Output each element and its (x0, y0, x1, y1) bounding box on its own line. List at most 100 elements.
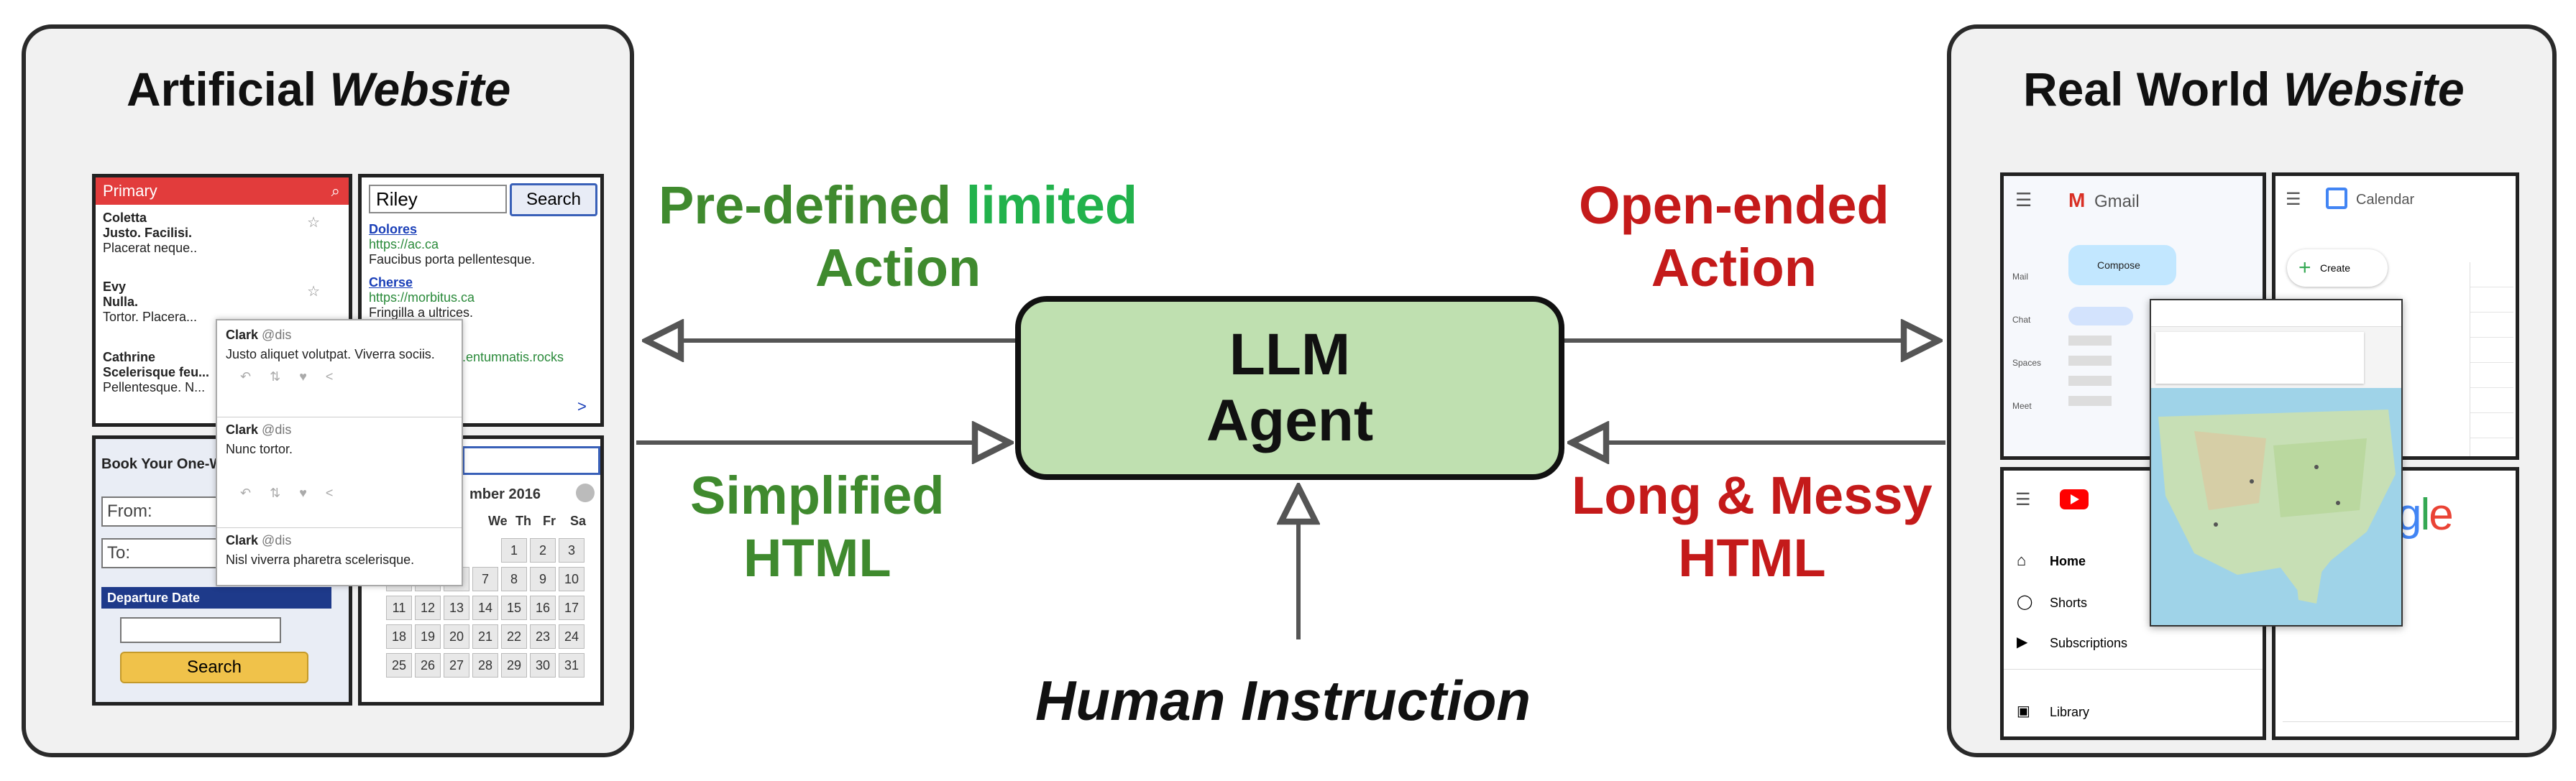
calendar-day-cell[interactable]: 27 (444, 653, 469, 678)
email-sender: Coletta (103, 211, 147, 225)
email-preview: Placerat neque.. (103, 241, 198, 255)
calendar-next-button[interactable] (576, 484, 595, 502)
booking-search-button[interactable]: Search (120, 652, 308, 683)
nav-mail[interactable]: Mail (2012, 272, 2029, 282)
calendar-day-cell[interactable]: 13 (444, 596, 469, 620)
retweet-icon[interactable]: ⇅ (270, 486, 300, 500)
star-icon[interactable]: ☆ (307, 284, 320, 300)
artificial-website-title: Artificial Website (127, 62, 510, 116)
calendar-day-cell[interactable]: 1 (501, 538, 527, 563)
calendar-day-cell[interactable]: 29 (501, 653, 527, 678)
plus-icon: + (2298, 256, 2311, 279)
search-result[interactable]: Cherse https://morbitus.ca Fringilla a u… (369, 275, 475, 320)
result-title: Cherse (369, 275, 413, 290)
map-canvas[interactable] (2151, 388, 2401, 625)
star-icon[interactable]: ☆ (307, 215, 320, 231)
post-handle: @dis (262, 533, 292, 547)
sidebar-item-shorts[interactable]: Shorts (2050, 596, 2088, 610)
calendar-day-cell[interactable]: 17 (559, 596, 585, 620)
search-icon: ⌕ (331, 182, 340, 200)
calendar-day-cell[interactable]: 16 (530, 596, 556, 620)
calendar-day-cell[interactable]: 28 (472, 653, 498, 678)
social-post[interactable]: Clark @dis Nisl viverra pharetra sceleri… (226, 533, 454, 568)
post-author: Clark (226, 422, 259, 437)
social-post[interactable]: Clark @dis Nunc tortor. ↶⇅♥< (226, 422, 454, 501)
email-list-item[interactable]: Evy Nulla. Tortor. Placera... (103, 279, 197, 325)
calendar-app-name: Calendar (2356, 192, 2415, 208)
calendar-day-cell[interactable]: 22 (501, 624, 527, 649)
calendar-input[interactable] (462, 446, 600, 475)
sidebar-item-subscriptions[interactable]: Subscriptions (2050, 636, 2128, 650)
email-subject: Nulla. (103, 295, 139, 309)
calendar-day-cell[interactable]: 18 (386, 624, 412, 649)
calendar-day-cell[interactable]: 14 (472, 596, 498, 620)
calendar-day-cell[interactable]: 30 (530, 653, 556, 678)
title-regular: Artificial (127, 63, 317, 116)
email-list-item[interactable]: Cathrine Scelerisque feu... Pellentesque… (103, 350, 209, 395)
open-ended-action-label: Open-ended Action (1579, 174, 1889, 300)
search-app-thumbnail: Riley Search Dolores https://ac.ca Fauci… (358, 174, 604, 427)
email-subject: Justo. Facilisi. (103, 226, 193, 240)
maps-search-bar[interactable] (2151, 300, 2401, 327)
llm-agent-box: LLM Agent (1015, 296, 1564, 480)
retweet-icon[interactable]: ⇅ (270, 369, 300, 384)
reply-icon[interactable]: ↶ (240, 486, 270, 500)
calendar-day-cell[interactable]: 25 (386, 653, 412, 678)
calendar-day-cell[interactable]: 19 (415, 624, 441, 649)
calendar-day-cell[interactable]: 23 (530, 624, 556, 649)
nav-meet[interactable]: Meet (2012, 401, 2032, 411)
calendar-day-cell[interactable]: 10 (559, 567, 585, 591)
social-post[interactable]: Clark @dis Justo aliquet volutpat. Viver… (226, 328, 454, 384)
shorts-icon[interactable]: ◯ (2017, 594, 2033, 610)
calendar-day-cell[interactable]: 3 (559, 538, 585, 563)
search-result[interactable]: Dolores https://ac.ca Faucibus porta pel… (369, 222, 535, 267)
compose-button[interactable]: Compose (2068, 245, 2176, 285)
search-button[interactable]: Search (510, 183, 597, 216)
calendar-day-cell[interactable]: 8 (501, 567, 527, 591)
email-header: Primary ⌕ (96, 177, 349, 205)
action-text: Action (1651, 238, 1817, 298)
create-button[interactable]: + Create (2287, 249, 2388, 287)
calendar-day-cell[interactable]: 9 (530, 567, 556, 591)
nav-chat[interactable]: Chat (2012, 315, 2031, 325)
title-regular: Real World (2023, 63, 2270, 116)
real-world-website-panel: Real World Website ☰ M Gmail Compose Mai… (1947, 24, 2557, 757)
result-url: ...entumnatis.rocks (455, 350, 564, 364)
like-icon[interactable]: ♥ (299, 369, 326, 384)
sidebar-item-home[interactable]: Home (2050, 554, 2086, 568)
post-actions: ↶⇅♥< (226, 486, 454, 501)
calendar-day-cell[interactable]: 31 (559, 653, 585, 678)
maps-info-card (2155, 332, 2364, 384)
reply-icon[interactable]: ↶ (240, 369, 270, 384)
nav-spaces[interactable]: Spaces (2012, 358, 2042, 368)
search-input[interactable]: Riley (369, 185, 507, 213)
calendar-day-cell[interactable]: 21 (472, 624, 498, 649)
menu-icon[interactable]: ☰ (2015, 189, 2032, 211)
booking-title: Book Your One-W (101, 456, 224, 472)
departure-date-input[interactable] (120, 617, 281, 643)
post-handle: @dis (262, 328, 292, 342)
share-icon[interactable]: < (325, 486, 352, 500)
menu-icon[interactable]: ☰ (2015, 490, 2031, 509)
calendar-day-cell[interactable]: 11 (386, 596, 412, 620)
email-subject: Scelerisque feu... (103, 365, 210, 379)
subscriptions-icon[interactable]: ▶ (2017, 634, 2028, 650)
calendar-day-cell[interactable]: 2 (530, 538, 556, 563)
calendar-day-cell[interactable]: 7 (472, 567, 498, 591)
calendar-day-cell[interactable]: 26 (415, 653, 441, 678)
calendar-day-cell[interactable]: 15 (501, 596, 527, 620)
share-icon[interactable]: < (325, 369, 352, 384)
sidebar-item-library[interactable]: Library (2050, 705, 2090, 719)
email-app-thumbnail: Primary ⌕ Coletta Justo. Facilisi. Place… (92, 174, 352, 427)
email-header-label: Primary (103, 182, 157, 200)
like-icon[interactable]: ♥ (299, 486, 326, 500)
calendar-day-cell[interactable]: 12 (415, 596, 441, 620)
menu-icon[interactable]: ☰ (2286, 190, 2301, 209)
email-list-item[interactable]: Coletta Justo. Facilisi. Placerat neque.… (103, 211, 197, 256)
predefined-text: Pre-defined (659, 175, 952, 235)
library-icon[interactable]: ▣ (2017, 703, 2030, 719)
calendar-day-cell[interactable]: 24 (559, 624, 585, 649)
next-page-link[interactable]: > (577, 397, 587, 415)
calendar-day-cell[interactable]: 20 (444, 624, 469, 649)
home-icon[interactable]: ⌂ (2017, 551, 2027, 569)
